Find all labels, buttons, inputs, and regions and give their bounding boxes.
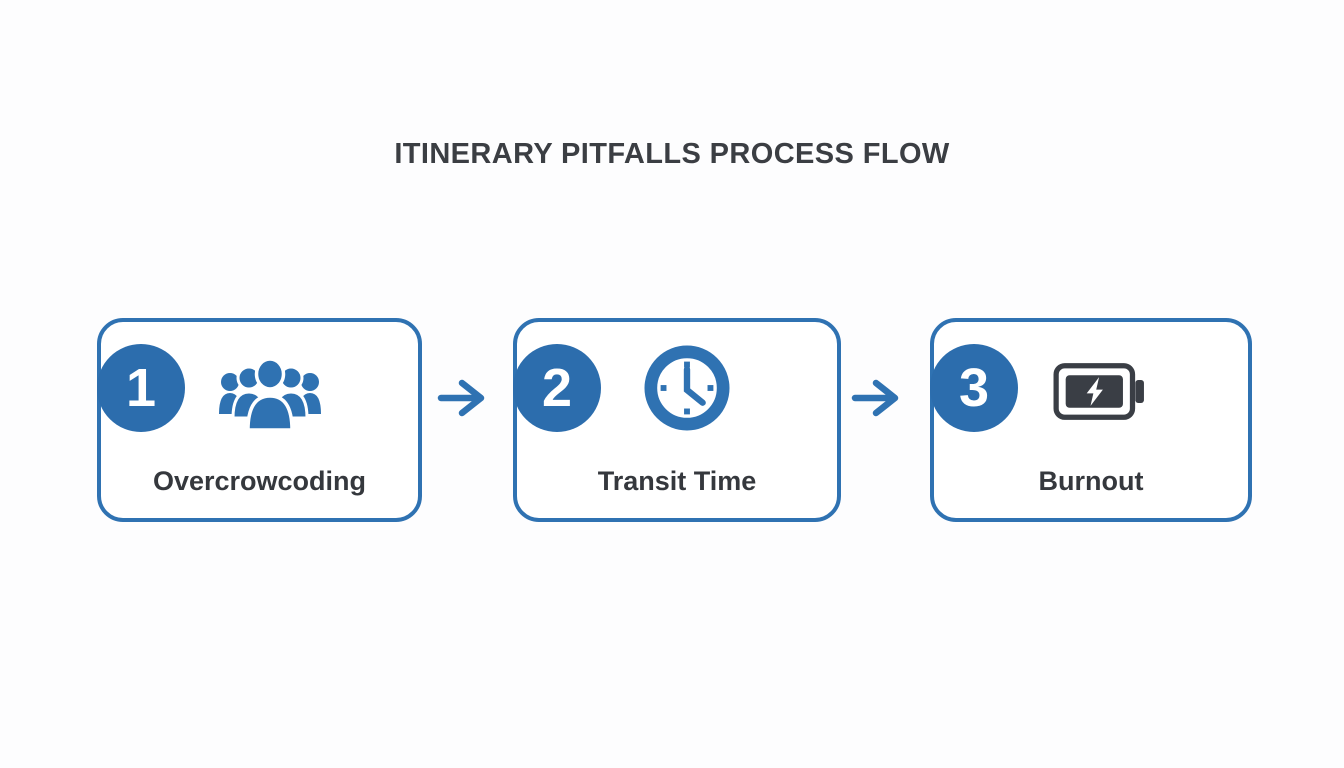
- step-label: Burnout: [1038, 466, 1144, 496]
- clock-icon: [644, 345, 730, 436]
- diagram-title: ITINERARY PITFALLS PROCESS FLOW: [394, 138, 950, 170]
- step-box-transit-time: 2 Transit Time: [513, 318, 841, 522]
- battery-charging-icon: [1053, 360, 1149, 428]
- step-number-badge: 1: [97, 344, 185, 432]
- step-number-badge: 3: [930, 344, 1018, 432]
- arrow-right-icon: [437, 377, 487, 424]
- step-box-burnout: 3 Burnout: [930, 318, 1252, 522]
- step-box-overcrowding: 1 Overcrowcoding: [97, 318, 422, 522]
- step-label: Transit Time: [597, 466, 757, 496]
- arrow-right-icon: [851, 377, 901, 424]
- step-label: Overcrowcoding: [152, 466, 367, 496]
- step-number-badge: 2: [513, 344, 601, 432]
- crowd-icon: [218, 352, 322, 437]
